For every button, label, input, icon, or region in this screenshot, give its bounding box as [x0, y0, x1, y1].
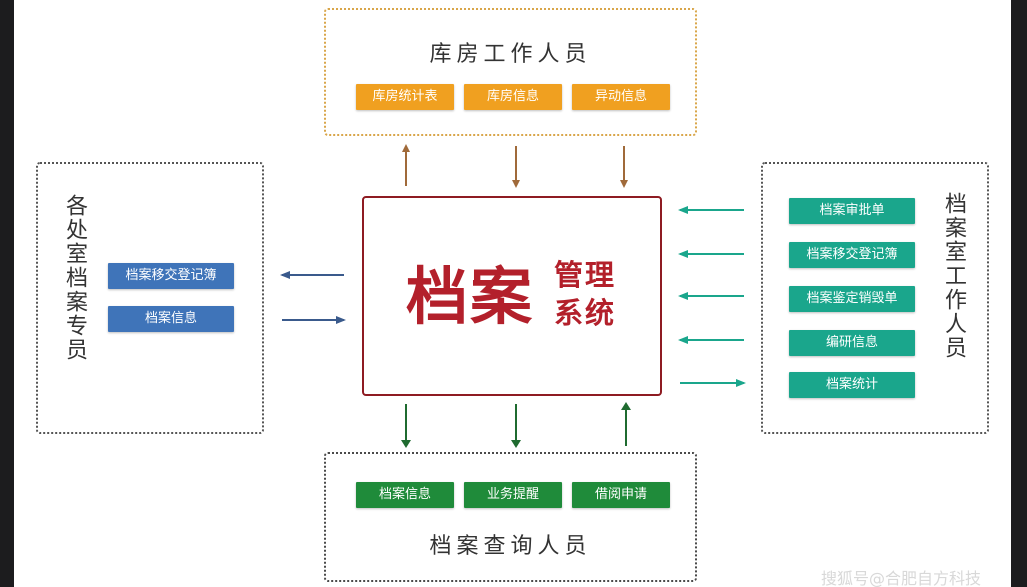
arrows-layer: [280, 144, 746, 448]
tag-archive-stats: 档案统计: [789, 372, 915, 398]
tag-approval-form: 档案审批单: [789, 198, 915, 224]
tag-compilation-info: 编研信息: [789, 330, 915, 356]
tag-borrow-request: 借阅申请: [572, 482, 670, 508]
group-warehouse-staff: 库房工作人员 库房统计表 库房信息 异动信息: [324, 8, 697, 136]
group-title-archive-query-users: 档案查询人员: [429, 534, 592, 559]
archive-management-system-box: 档案 管理系统: [362, 196, 662, 396]
tag-transfer-register-right: 档案移交登记簿: [789, 242, 915, 268]
tag-archive-info-bottom: 档案信息: [356, 482, 454, 508]
center-title-sub: 管理系统: [554, 258, 617, 330]
tag-change-info: 异动信息: [572, 84, 670, 110]
tag-archive-info-left: 档案信息: [108, 306, 234, 332]
tag-transfer-register: 档案移交登记簿: [108, 263, 234, 289]
tag-warehouse-info: 库房信息: [464, 84, 562, 110]
tag-destruction-form: 档案鉴定销毁单: [789, 286, 915, 312]
watermark: 搜狐号@合肥自方科技: [820, 569, 981, 587]
diagram-canvas: 库房工作人员 库房统计表 库房信息 异动信息 各处室档案专员 档案移交登记簿 档…: [14, 0, 1011, 587]
group-department-archivists: 各处室档案专员 档案移交登记簿 档案信息: [36, 162, 264, 434]
tag-warehouse-stats: 库房统计表: [356, 84, 454, 110]
group-title-archive-room-staff: 档案室工作人员: [941, 192, 966, 360]
group-archive-room-staff: 档案室工作人员 档案审批单 档案移交登记簿 档案鉴定销毁单 编研信息 档案统计: [761, 162, 989, 434]
tag-business-reminder: 业务提醒: [464, 482, 562, 508]
center-title-main: 档案: [406, 260, 535, 333]
group-title-warehouse-staff: 库房工作人员: [429, 42, 592, 67]
group-title-department-archivists: 各处室档案专员: [62, 194, 87, 362]
group-archive-query-users: 档案信息 业务提醒 借阅申请 档案查询人员: [324, 452, 697, 582]
